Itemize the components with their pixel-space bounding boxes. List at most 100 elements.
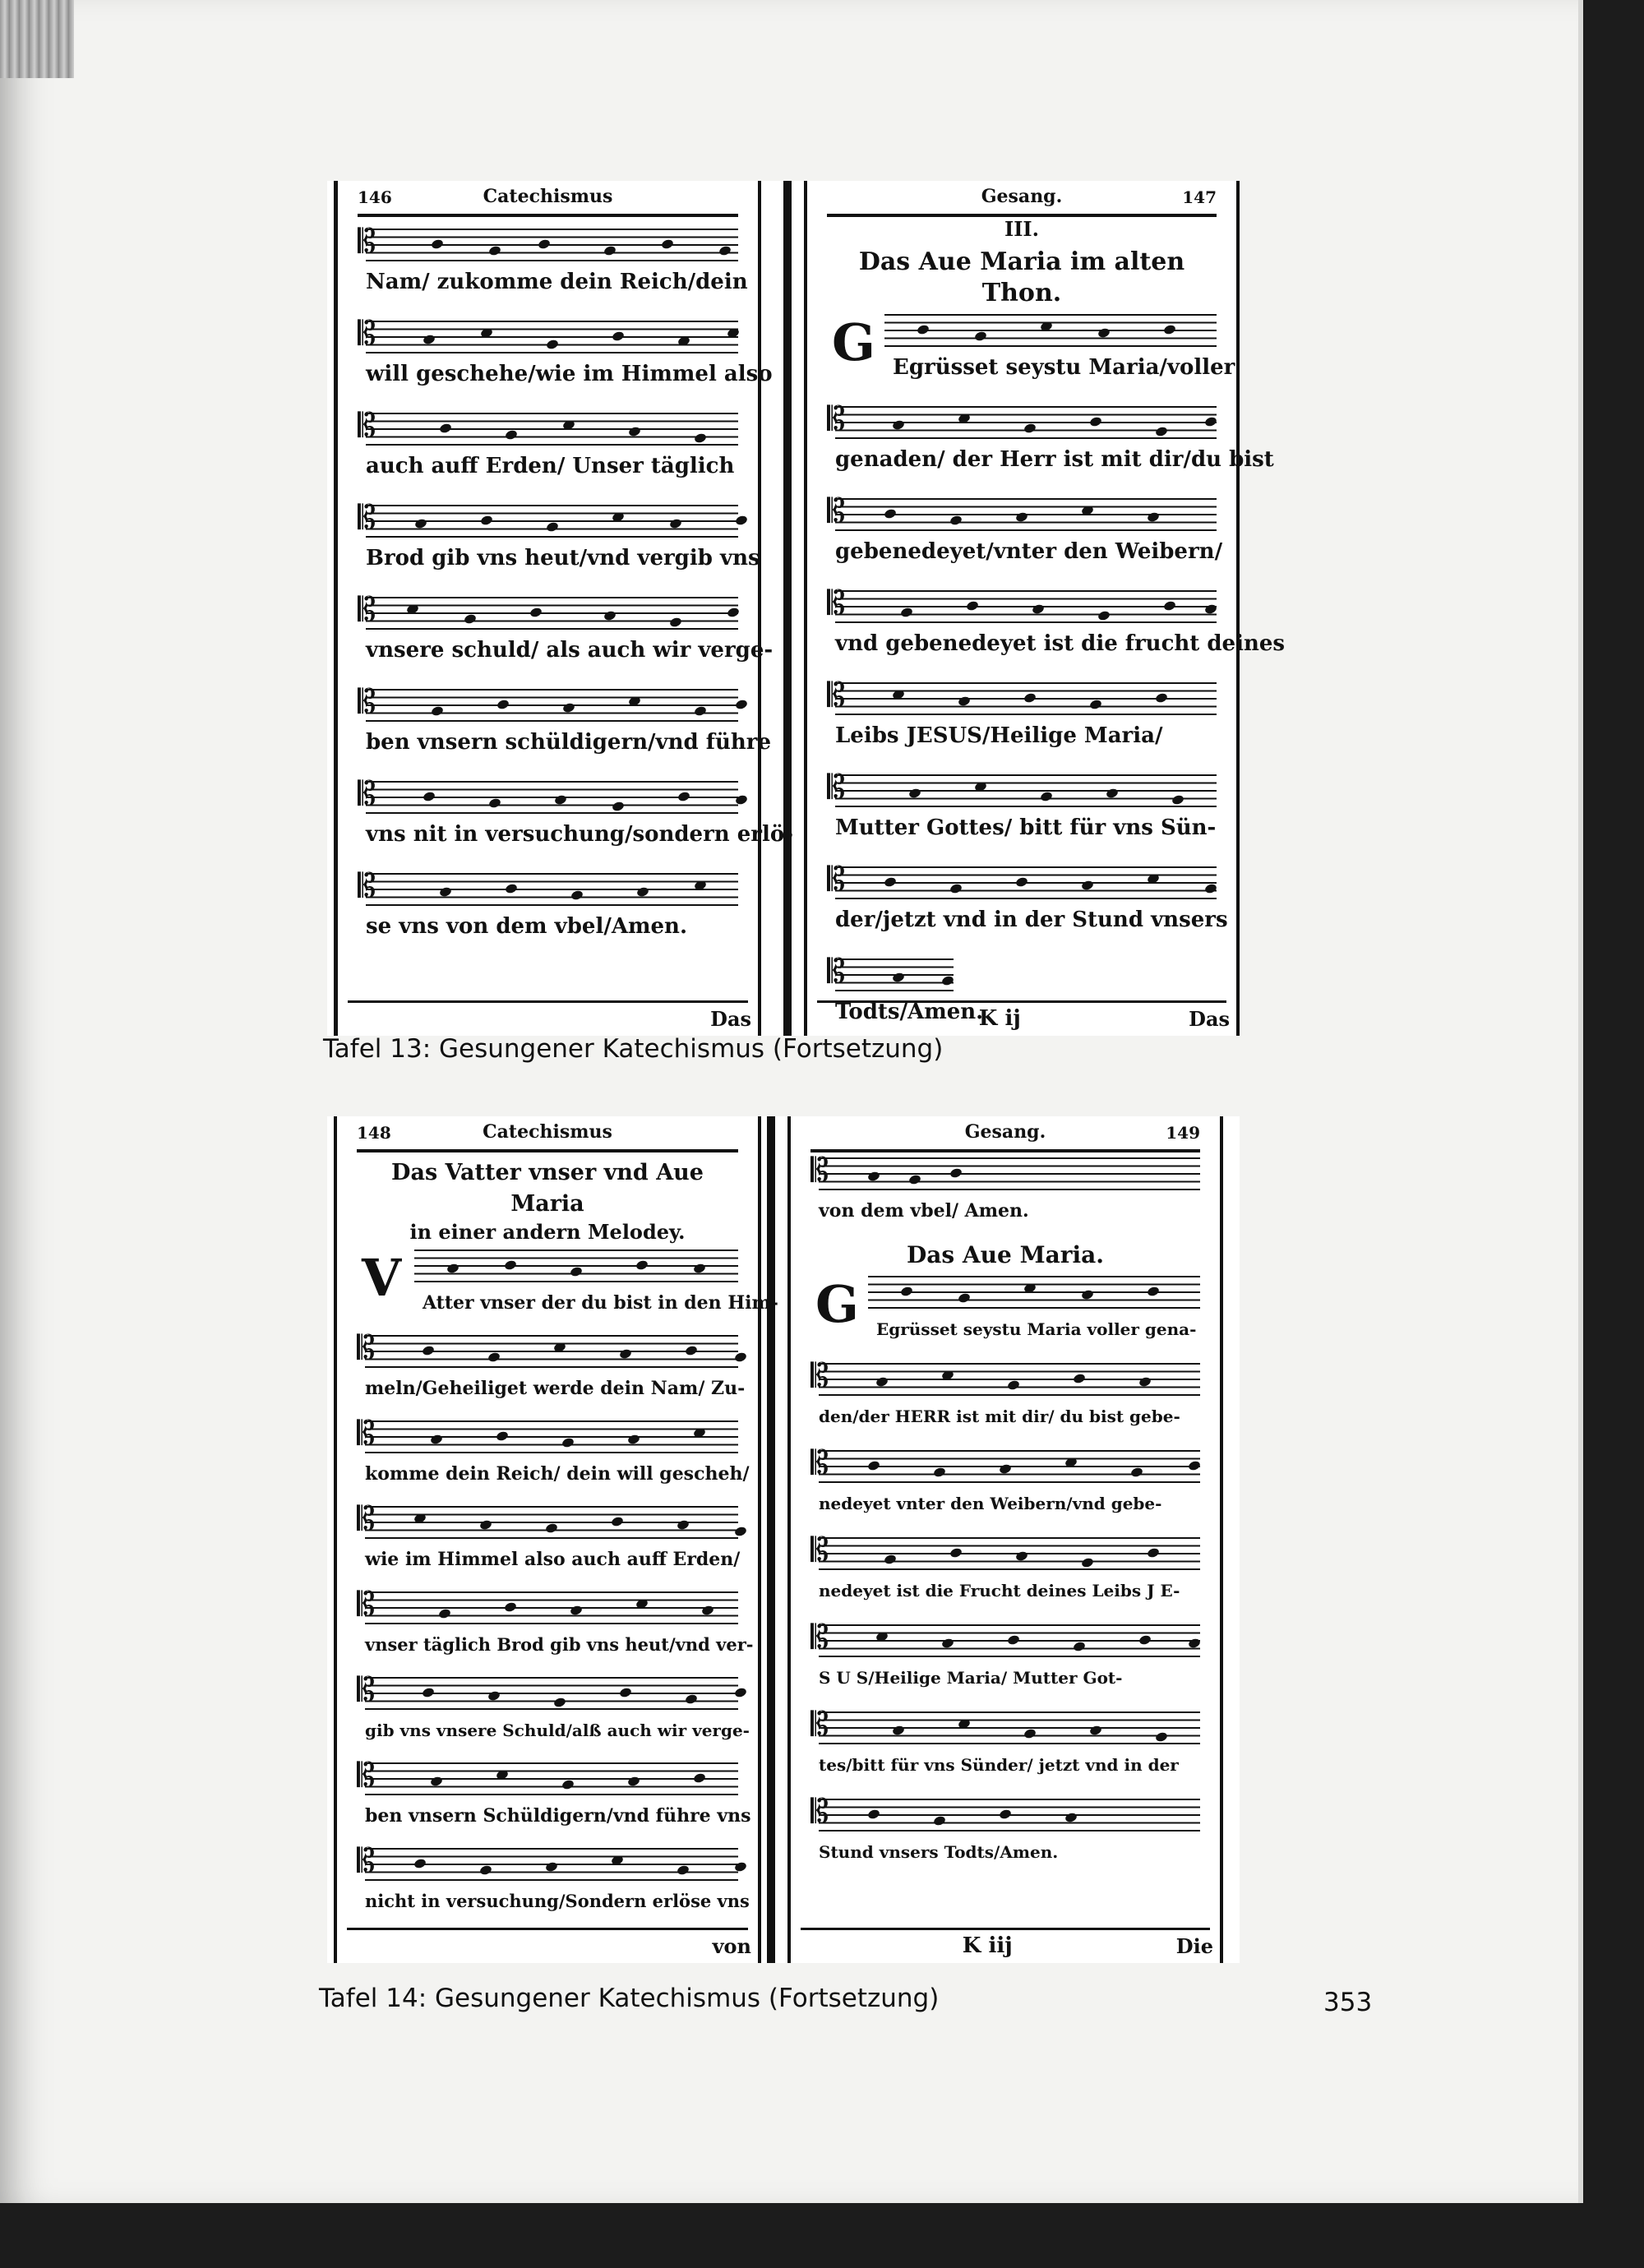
- music-staff: 𝄡: [357, 1503, 748, 1539]
- note-head-icon: [553, 793, 568, 806]
- note-head-icon: [891, 1724, 906, 1737]
- note-head-icon: [487, 244, 502, 257]
- note-head-icon: [495, 1430, 510, 1443]
- note-head-icon: [487, 797, 502, 810]
- note-head-icon: [957, 1291, 972, 1305]
- plate-14-facsimile: 148 Catechismus Das Vatter vnser vnd Aue…: [327, 1116, 1240, 1963]
- music-system: G Egrüsset seystu Maria/voller: [827, 309, 1235, 401]
- note-head-icon: [907, 787, 922, 800]
- note-head-icon: [693, 704, 708, 718]
- note-head-icon: [446, 1262, 460, 1275]
- note-head-icon: [438, 885, 453, 898]
- note-head-icon: [866, 1459, 881, 1472]
- note-head-icon: [504, 882, 519, 895]
- note-head-icon: [1023, 1282, 1037, 1295]
- lyric-line: S U S/Heilige Maria/ Mutter Got-: [819, 1668, 1123, 1688]
- initial-letter: V: [362, 1248, 402, 1308]
- note-head-icon: [1072, 1640, 1087, 1653]
- music-system: 𝄡 nicht in versuchung/Sondern erlöse vns: [357, 1842, 750, 1928]
- music-system: 𝄡 Todts/Amen.: [827, 954, 1217, 1024]
- c-clef-icon: 𝄡: [358, 775, 376, 813]
- lyric-line: gib vns vnsere Schuld/alß auch wir verge…: [365, 1721, 750, 1740]
- note-head-icon: [676, 1518, 690, 1531]
- c-clef-icon: 𝄡: [810, 1357, 829, 1395]
- note-head-icon: [529, 606, 543, 619]
- music-body: Das Vatter vnser vnd Aue Maria in einer …: [357, 1157, 778, 1928]
- note-head-icon: [561, 1778, 575, 1791]
- music-staff: 𝄡: [810, 1621, 1202, 1657]
- note-head-icon: [1014, 1550, 1029, 1563]
- note-head-icon: [692, 1771, 707, 1785]
- note-head-icon: [618, 1686, 633, 1699]
- lyric-line: Brod gib vns heut/vnd vergib vns: [366, 546, 760, 570]
- note-head-icon: [405, 603, 420, 616]
- note-head-icon: [478, 1518, 493, 1531]
- note-head-icon: [1023, 1727, 1037, 1740]
- c-clef-icon: 𝄡: [357, 1842, 376, 1880]
- note-head-icon: [660, 238, 675, 251]
- music-system: 𝄡 nedeyet ist die Frucht deines Leibs J …: [810, 1532, 1200, 1619]
- running-head: Gesang. 147: [827, 181, 1217, 217]
- music-system: 𝄡 se vns von dem vbel/Amen.: [358, 868, 738, 960]
- lyric-line: meln/Geheiliget werde dein Nam/ Zu-: [365, 1378, 746, 1399]
- note-head-icon: [733, 1351, 748, 1364]
- footer-rule: [817, 1000, 1226, 1003]
- lyric-line: auch auff Erden/ Unser täglich: [366, 454, 735, 478]
- music-system: 𝄡 S U S/Heilige Maria/ Mutter Got-: [810, 1619, 1202, 1707]
- music-system: 𝄡 vnser täglich Brod gib vns heut/vnd ve…: [357, 1587, 754, 1672]
- music-staff: 𝄡: [827, 403, 1218, 439]
- note-head-icon: [1146, 510, 1161, 524]
- note-head-icon: [1031, 603, 1046, 616]
- note-head-icon: [503, 1601, 518, 1614]
- note-head-icon: [1023, 691, 1037, 704]
- c-clef-icon: 𝄡: [358, 867, 376, 905]
- lyric-line: Stund vnsers Todts/Amen.: [819, 1842, 1059, 1862]
- section-number: III.: [1004, 217, 1040, 241]
- note-head-icon: [949, 882, 963, 895]
- note-head-icon: [1080, 1556, 1095, 1569]
- music-system: V Atter vnser der du bist in den Him-: [357, 1245, 778, 1330]
- note-head-icon: [932, 1814, 947, 1827]
- note-head-icon: [676, 1864, 690, 1877]
- lyric-line: nedeyet vnter den Weibern/vnd gebe-: [819, 1494, 1162, 1513]
- music-system: 𝄡 Stund vnsers Todts/Amen.: [810, 1794, 1200, 1876]
- lyric-line: komme dein Reich/ dein will gescheh/: [365, 1463, 750, 1485]
- lyric-line: gebenedeyet/vnter den Weibern/: [835, 539, 1223, 564]
- note-head-icon: [545, 520, 560, 534]
- c-clef-icon: 𝄡: [358, 683, 376, 721]
- note-head-icon: [940, 1369, 955, 1382]
- note-head-icon: [734, 698, 749, 711]
- note-head-icon: [421, 1344, 436, 1357]
- note-head-icon: [899, 606, 914, 619]
- note-head-icon: [1039, 790, 1054, 803]
- note-head-icon: [570, 889, 584, 902]
- note-head-icon: [1064, 1811, 1078, 1824]
- note-head-icon: [932, 1466, 947, 1479]
- note-head-icon: [940, 1637, 955, 1650]
- c-clef-icon: 𝄡: [810, 1531, 829, 1569]
- music-system: 𝄡 Brod gib vns heut/vnd vergib vns: [358, 500, 760, 592]
- music-staff: 𝄡: [358, 686, 749, 722]
- section-title: Das Aue Maria.: [907, 1241, 1104, 1268]
- plate-13-caption: Tafel 13: Gesungener Katechismus (Fortse…: [323, 1034, 944, 1064]
- note-head-icon: [561, 701, 576, 714]
- note-head-icon: [1154, 691, 1169, 704]
- note-head-icon: [957, 412, 972, 425]
- note-head-icon: [479, 514, 494, 527]
- c-clef-icon: 𝄡: [358, 223, 376, 261]
- note-head-icon: [561, 1436, 575, 1449]
- note-head-icon: [1023, 422, 1037, 435]
- running-head: 146 Catechismus: [358, 181, 738, 217]
- lyric-line: Nam/ zukomme dein Reich/dein: [366, 270, 748, 294]
- note-head-icon: [883, 875, 898, 889]
- music-staff: 𝄡: [810, 1360, 1200, 1396]
- signature-mark: K ij: [978, 1006, 1021, 1031]
- note-head-icon: [949, 514, 963, 527]
- note-head-icon: [1203, 603, 1218, 616]
- music-staff: 𝄡: [810, 1154, 1200, 1190]
- note-head-icon: [478, 1864, 493, 1877]
- note-head-icon: [957, 695, 972, 708]
- note-head-icon: [734, 793, 749, 806]
- c-clef-icon: 𝄡: [357, 1415, 376, 1453]
- music-staff: 𝄡: [357, 1759, 738, 1795]
